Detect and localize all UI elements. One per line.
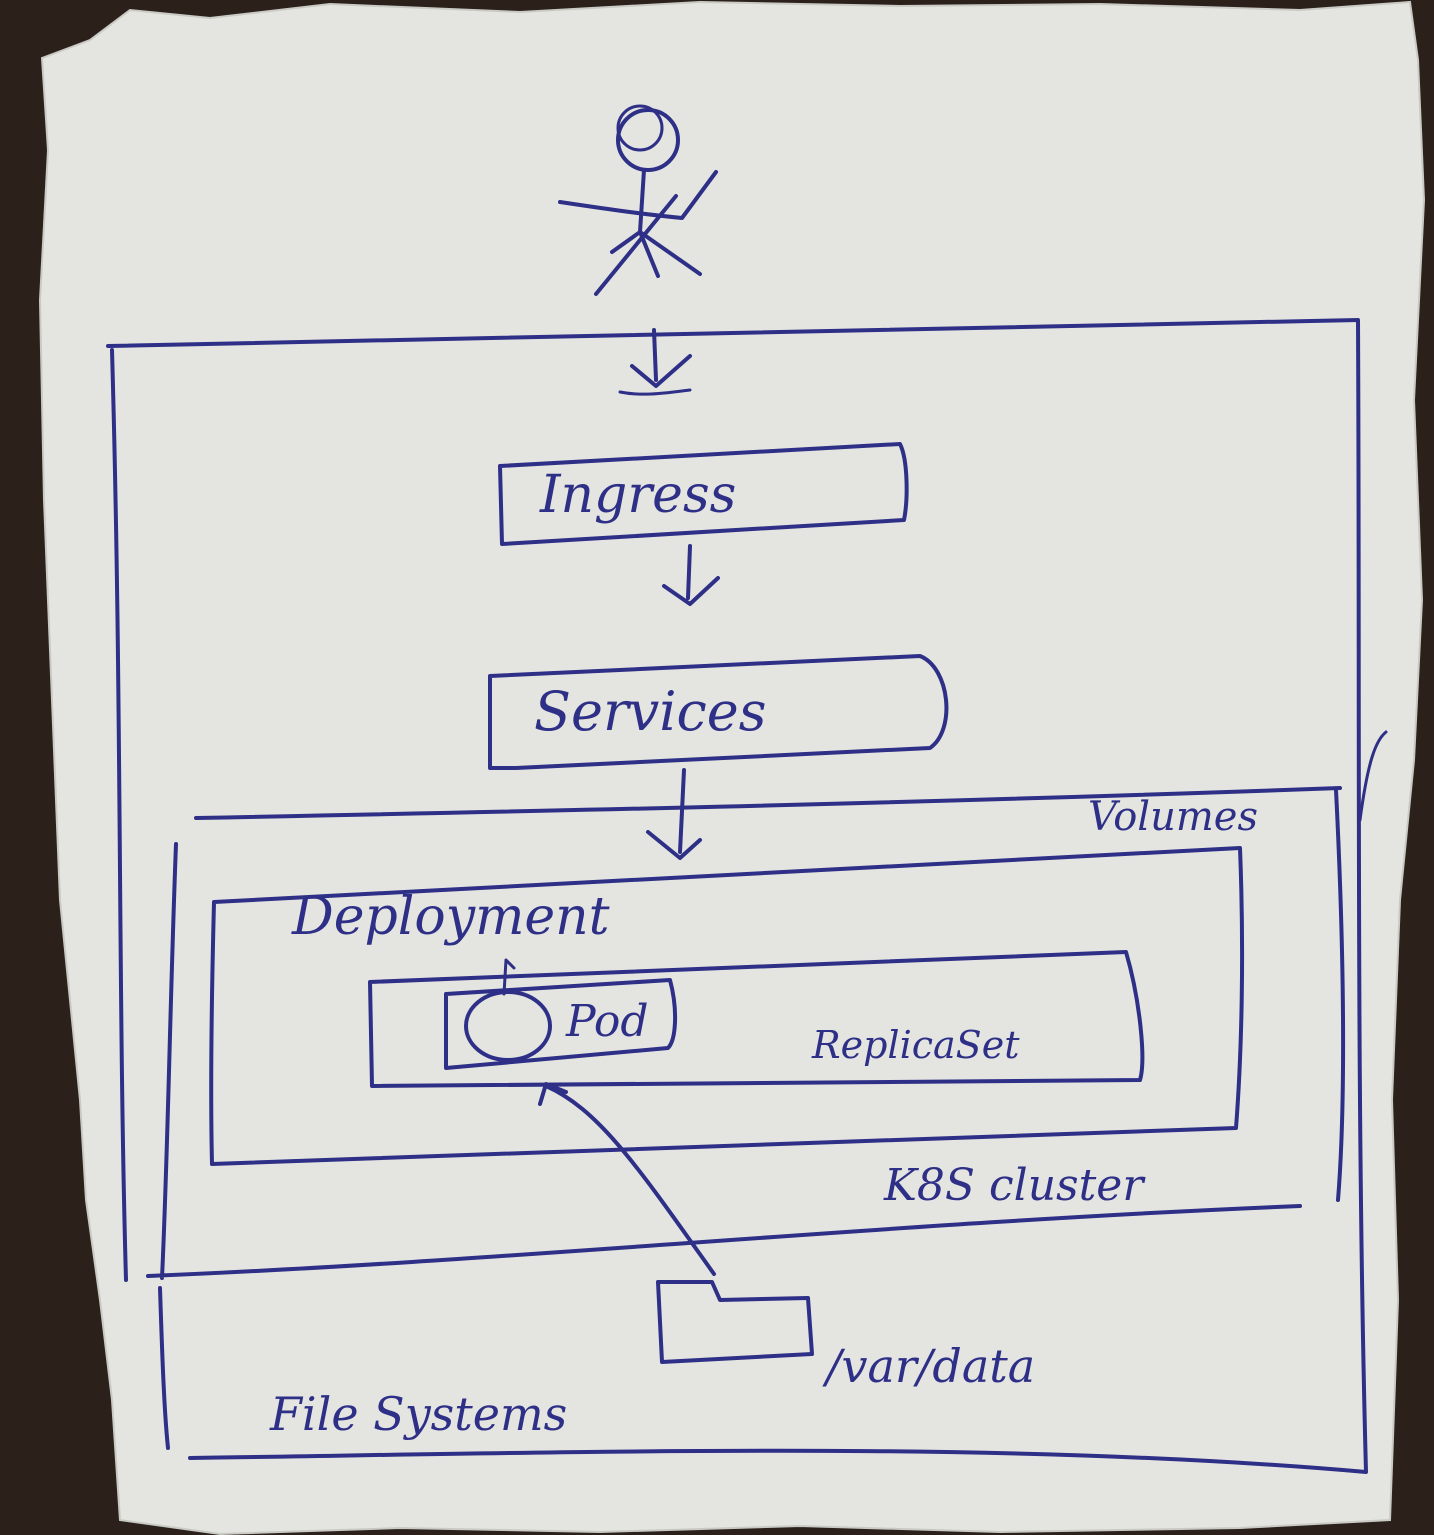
replicaset-node: ReplicaSet [368, 950, 1145, 1088]
paper-sheet [38, 0, 1426, 1535]
replicaset-box [368, 950, 1145, 1088]
pod-box [444, 978, 678, 1070]
stick-figure-user-icon [558, 104, 718, 296]
file-system-box [106, 318, 1368, 1474]
k8s-cluster-box [146, 786, 1346, 1280]
deployment-box [209, 846, 1245, 1166]
services-label: Services [534, 680, 766, 743]
folder-icon [656, 1280, 814, 1364]
k8s-cluster-label: K8S cluster [883, 1160, 1146, 1211]
ingress-box [498, 442, 909, 546]
var-data-label: /var/data [822, 1339, 1035, 1393]
var-data-node: /var/data [656, 1280, 1035, 1393]
volumes-label: Volumes [1088, 794, 1258, 840]
services-node: Services [488, 654, 949, 770]
ingress-node: Ingress [498, 442, 909, 546]
arrow-ingress-to-services [662, 544, 720, 606]
deployment-label: Deployment [291, 887, 610, 947]
services-box [488, 654, 949, 770]
pod-node: Pod [444, 958, 678, 1070]
arrow-var-data-to-pod [538, 1082, 716, 1276]
ingress-label: Ingress [539, 465, 736, 525]
arrow-user-to-ingress [630, 328, 692, 388]
pod-container-icon [464, 990, 552, 1062]
deployment-node: Deployment [209, 846, 1245, 1166]
replicaset-label: ReplicaSet [811, 1023, 1020, 1067]
file-system-label: File Systems [269, 1387, 567, 1441]
pod-label: Pod [565, 996, 648, 1047]
arrow-services-to-deployment [646, 768, 702, 860]
